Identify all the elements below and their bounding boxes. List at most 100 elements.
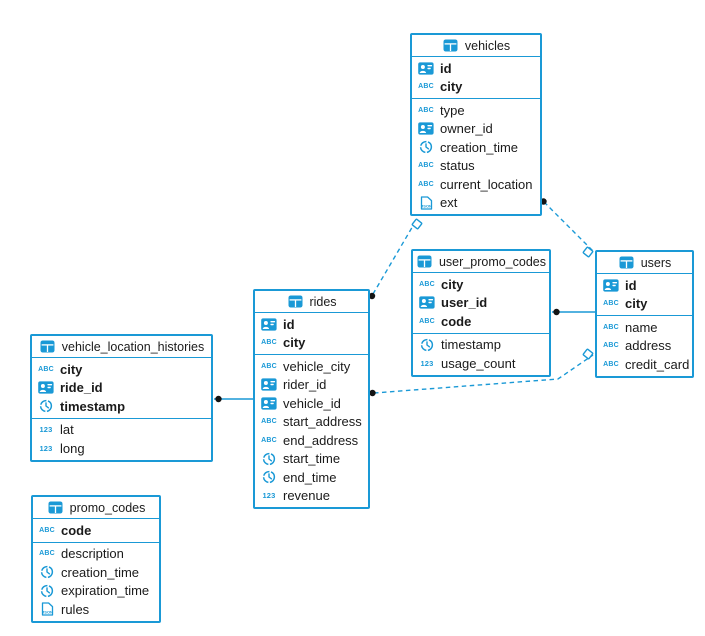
field-row-ride_id[interactable]: ride_id [32, 379, 211, 398]
field-row-timestamp[interactable]: timestamp [32, 397, 211, 416]
person-id-icon [417, 62, 435, 75]
field-name: city [625, 296, 648, 312]
field-row-expiration_time[interactable]: expiration_time [33, 582, 159, 601]
field-row-rider_id[interactable]: rider_id [255, 376, 368, 395]
svg-text:JSON: JSON [421, 203, 432, 208]
field-row-vehicle_id[interactable]: vehicle_id [255, 394, 368, 413]
field-name: city [283, 335, 306, 351]
field-name: address [625, 338, 672, 354]
table-header-promo_codes[interactable]: promo_codes [33, 497, 159, 518]
field-name: user_id [441, 295, 488, 311]
person-id-icon [602, 279, 620, 292]
field-row-id[interactable]: id [412, 59, 540, 78]
field-row-id[interactable]: id [255, 315, 368, 334]
clock-timestamp-type-icon [260, 452, 278, 466]
relationship-line-vehicles-users[interactable] [543, 201, 594, 252]
person-id-icon [260, 397, 278, 410]
field-row-owner_id[interactable]: owner_id [412, 120, 540, 139]
field-name: city [60, 361, 83, 377]
abc-text-type-icon: ABC [38, 365, 54, 373]
field-row-creation_time[interactable]: creation_time [412, 138, 540, 157]
field-name: code [441, 313, 472, 329]
relationship-endpoint-dot [368, 292, 376, 300]
field-name: rider_id [283, 377, 327, 393]
field-name: lat [60, 422, 74, 438]
abc-text-type-icon: ABC [603, 360, 619, 368]
table-header-vehicles[interactable]: vehicles [412, 35, 540, 56]
relationship-line-rides-users[interactable] [373, 354, 594, 394]
field-row-id[interactable]: id [597, 276, 692, 295]
field-name: code [61, 522, 92, 538]
field-name: city [441, 276, 464, 292]
table-header-users[interactable]: users [597, 252, 692, 273]
field-row-start_time[interactable]: start_time [255, 450, 368, 469]
table-icon [442, 39, 460, 52]
field-name: long [60, 440, 85, 456]
clock-timestamp-type-icon [38, 584, 56, 598]
field-row-city[interactable]: ABC city [32, 360, 211, 379]
field-row-creation_time[interactable]: creation_time [33, 563, 159, 582]
person-id-icon [260, 318, 278, 331]
table-name: rides [309, 294, 337, 309]
table-name: user_promo_codes [438, 254, 546, 269]
field-row-timestamp[interactable]: timestamp [413, 336, 549, 355]
table-name: vehicle_location_histories [61, 339, 205, 354]
clock-timestamp-type-icon [418, 338, 436, 352]
table-header-vehicle_location_histories[interactable]: vehicle_location_histories [32, 336, 211, 357]
field-row-end_time[interactable]: end_time [255, 468, 368, 487]
field-name: rules [61, 601, 90, 617]
abc-text-type-icon: ABC [418, 180, 434, 188]
field-name: end_address [283, 432, 359, 448]
person-id-icon [418, 296, 436, 309]
relationship-line-rides-vehicles[interactable] [372, 218, 418, 295]
relationship-endpoint-dot [369, 389, 376, 397]
table-name: promo_codes [69, 500, 146, 515]
field-name: vehicle_id [283, 395, 341, 411]
table-header-rides[interactable]: rides [255, 291, 368, 312]
field-name: id [440, 60, 452, 76]
abc-text-type-icon: ABC [419, 317, 435, 325]
relationship-endpoint-dot [215, 395, 222, 403]
table-header-user_promo_codes[interactable]: user_promo_codes [413, 251, 549, 272]
field-row-code[interactable]: ABC code [413, 312, 549, 331]
abc-text-type-icon: ABC [418, 162, 434, 170]
field-row-user_id[interactable]: user_id [413, 294, 549, 313]
